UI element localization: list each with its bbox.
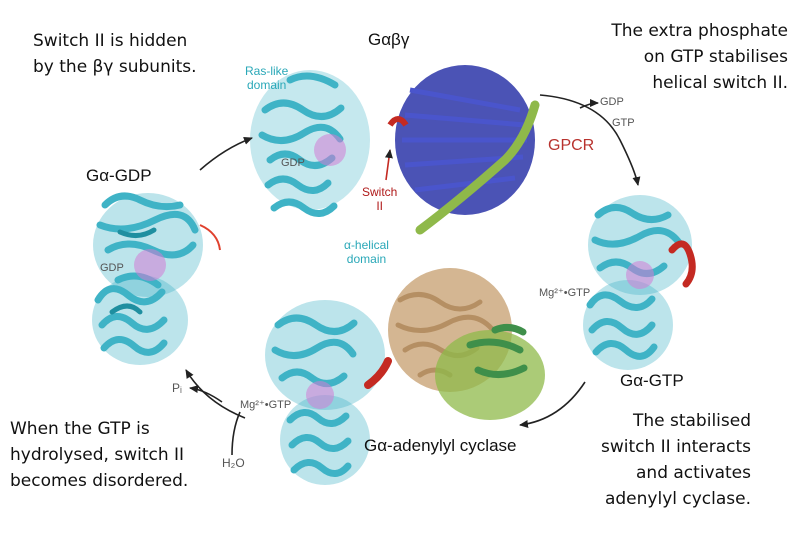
arrow-cyclase-to-gdp [185,369,246,419]
note-gtp-hydrolysed: When the GTP is hydrolysed, switch II be… [10,416,188,494]
galpha-beta-gamma-structure [250,65,540,235]
arrow-pi-out [189,385,223,403]
label-gdp-out: GDP [600,96,624,108]
label-galpha-gdp: Gα-GDP [86,166,152,185]
label-gdp-top: GDP [281,157,305,169]
label-line: Switch [362,185,398,199]
note-stabilised-switch: The stabilised switch II interacts and a… [601,408,751,512]
label-h2o: H₂O [222,456,245,470]
label-galpha-gtp: Gα-GTP [620,371,684,390]
label-mg-gtp-right: Mg²⁺•GTP [539,287,591,299]
label-line: α-helical [344,238,389,252]
note-line: hydrolysed, switch II [10,445,185,465]
label-alpha-helical-domain: α-helical domain [344,238,389,266]
arrow-gdp-out [579,99,599,109]
label-line: domain [246,78,287,92]
label-switch-ii: Switch II [362,185,397,213]
galpha-gtp-structure [583,195,696,370]
label-line: II [376,199,383,213]
arrow-gdp-to-complex [199,137,253,171]
note-line: by the βγ subunits. [33,57,197,77]
note-line: The extra phosphate [611,21,788,41]
note-line: When the GTP is [10,419,150,439]
note-line: The stabilised [632,411,751,431]
label-ras-like-domain: Ras-like domain [245,64,288,92]
note-line: becomes disordered. [10,471,189,491]
note-line: on GTP stabilises [643,47,788,67]
note-line: switch II interacts [600,437,751,457]
label-gpcr: GPCR [548,137,595,154]
label-line: domain [346,252,387,266]
note-line: Switch II is hidden [33,31,188,51]
note-line: and activates [636,463,751,483]
galpha-adenylyl-cyclase-structure [265,268,545,485]
label-gdp-left: GDP [100,262,124,274]
label-pi: Pᵢ [172,381,182,395]
label-line: Ras-like [245,64,289,78]
galpha-gdp-structure [92,192,221,365]
note-switch-hidden: Switch II is hidden by the βγ subunits. [33,28,197,80]
label-gtp-in: GTP [612,117,635,129]
label-gabg: Gαβγ [368,30,410,49]
note-line: helical switch II. [652,73,788,93]
cycle-arrows [185,94,641,456]
arrow-gtp-to-cyclase [519,381,586,428]
arrow-complex-to-gtp [539,94,641,186]
arrow-water-in [231,411,241,456]
label-mg-gtp-bottom: Mg²⁺•GTP [240,399,292,411]
note-extra-phosphate: The extra phosphate on GTP stabilises he… [611,18,788,96]
note-line: adenylyl cyclase. [604,489,751,509]
label-galpha-adenylyl-cyclase: Gα-adenylyl cyclase [364,436,517,455]
